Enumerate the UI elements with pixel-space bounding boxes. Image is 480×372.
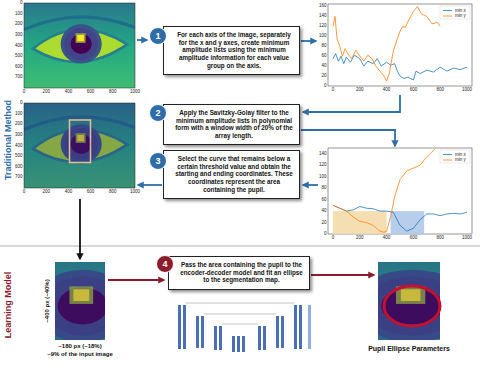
- section-title: Traditional Method: [4, 100, 13, 180]
- pupil-region-box: [70, 120, 91, 163]
- axis-tick: 200: [15, 22, 23, 27]
- axis-tick: 200: [356, 88, 364, 93]
- step-description: Pass the area containing the pupil to th…: [179, 261, 304, 284]
- section-divider: [0, 246, 480, 247]
- axis-tick: 140: [319, 151, 327, 156]
- legend-label: min y: [455, 158, 466, 163]
- step-number: 1: [155, 32, 160, 41]
- step-number-circle: 2: [149, 104, 167, 122]
- axis-tick: 0: [324, 232, 327, 237]
- axis-tick: 200: [356, 236, 364, 241]
- axis-tick: 0: [332, 236, 335, 241]
- process-box: Select the curve that remains below a ce…: [163, 150, 300, 199]
- dimension-label: ~400 px (~40%): [44, 279, 50, 322]
- axis-tick: 1000: [130, 190, 140, 195]
- axis-tick: 600: [410, 88, 418, 93]
- axis-tick: 600: [410, 236, 418, 241]
- axis-tick: 600: [15, 65, 23, 70]
- fitted-ellipse: [384, 286, 440, 326]
- axis-tick: 300: [15, 33, 23, 38]
- axis-tick: 800: [109, 90, 117, 95]
- axis-tick: 400: [383, 88, 391, 93]
- ellipse-fit-image: [244, 231, 480, 372]
- axis-tick: 40: [321, 64, 326, 69]
- axis-tick: 0: [20, 1, 23, 6]
- axis-tick: 300: [15, 133, 23, 138]
- pupil-crop-image: [0, 231, 210, 372]
- axis-tick: 100: [15, 111, 23, 116]
- axis-tick: 200: [15, 122, 23, 127]
- axis-tick: 100: [15, 11, 23, 16]
- line-chart-smoothed: [328, 148, 472, 234]
- legend-label: min y: [455, 14, 466, 19]
- axis-tick: 140: [319, 14, 327, 19]
- step-description: For each axis of the image, separately f…: [174, 31, 294, 69]
- axis-tick: 700: [15, 75, 23, 80]
- axis-tick: 800: [436, 236, 444, 241]
- output-caption: Pupil Ellipse Parameters: [368, 345, 450, 352]
- axis-tick: 600: [87, 190, 95, 195]
- axis-tick: 1000: [462, 236, 472, 241]
- process-box: Pass the area containing the pupil to th…: [168, 256, 310, 290]
- axis-tick: 80: [321, 186, 326, 191]
- step-description: Select the curve that remains below a ce…: [174, 155, 294, 193]
- axis-tick: 400: [65, 190, 73, 195]
- axis-tick: 120: [319, 24, 327, 29]
- axis-tick: 400: [65, 90, 73, 95]
- axis-tick: 0: [23, 190, 26, 195]
- axis-tick: 0: [20, 101, 23, 106]
- axis-tick: 400: [15, 43, 23, 48]
- step-number: 4: [162, 260, 167, 269]
- axis-tick: 60: [321, 197, 326, 202]
- axis-tick: 0: [332, 88, 335, 93]
- axis-tick: 400: [383, 236, 391, 241]
- legend-label: min x: [455, 8, 466, 13]
- axis-tick: 600: [87, 90, 95, 95]
- line-chart-raw: [328, 4, 472, 86]
- process-box: For each axis of the image, separately f…: [163, 26, 300, 75]
- axis-tick: 160: [319, 4, 327, 9]
- eye-heatmap: [24, 3, 135, 88]
- section-title: Learning Model: [4, 272, 13, 339]
- axis-tick: 1000: [130, 90, 140, 95]
- process-box: Apply the Savitzky-Golay filter to the m…: [163, 104, 300, 145]
- step-description: Apply the Savitzky-Golay filter to the m…: [174, 109, 294, 140]
- axis-tick: 100: [319, 174, 327, 179]
- step-number-circle: 3: [149, 152, 167, 170]
- step-number-circle: 1: [149, 27, 167, 45]
- step-number: 2: [155, 109, 160, 118]
- dimension-label: ~180 px (~18%): [58, 343, 101, 349]
- axis-tick: 700: [15, 175, 23, 180]
- axis-tick: 100: [319, 34, 327, 39]
- axis-tick: 500: [15, 54, 23, 59]
- axis-tick: 200: [42, 190, 50, 195]
- axis-tick: 40: [321, 209, 326, 214]
- legend-label: min x: [455, 152, 466, 157]
- axis-tick: 400: [15, 143, 23, 148]
- axis-tick: 20: [321, 74, 326, 79]
- step-number: 3: [155, 157, 160, 166]
- axis-tick: 80: [321, 44, 326, 49]
- axis-tick: 60: [321, 54, 326, 59]
- axis-tick: 600: [15, 165, 23, 170]
- axis-tick: 200: [42, 90, 50, 95]
- axis-tick: 0: [324, 84, 327, 89]
- axis-tick: 0: [23, 90, 26, 95]
- caption-note: ~9% of the input image: [47, 351, 113, 357]
- axis-tick: 800: [436, 88, 444, 93]
- axis-tick: 500: [15, 154, 23, 159]
- axis-tick: 120: [319, 163, 327, 168]
- encoder-decoder-network: [178, 303, 311, 352]
- step-number-circle: 4: [156, 255, 174, 273]
- axis-tick: 20: [321, 220, 326, 225]
- flow-arrows: [80, 40, 400, 280]
- axis-tick: 800: [109, 190, 117, 195]
- eye-heatmap-cropped-region: [24, 103, 135, 188]
- axis-tick: 1000: [462, 88, 472, 93]
